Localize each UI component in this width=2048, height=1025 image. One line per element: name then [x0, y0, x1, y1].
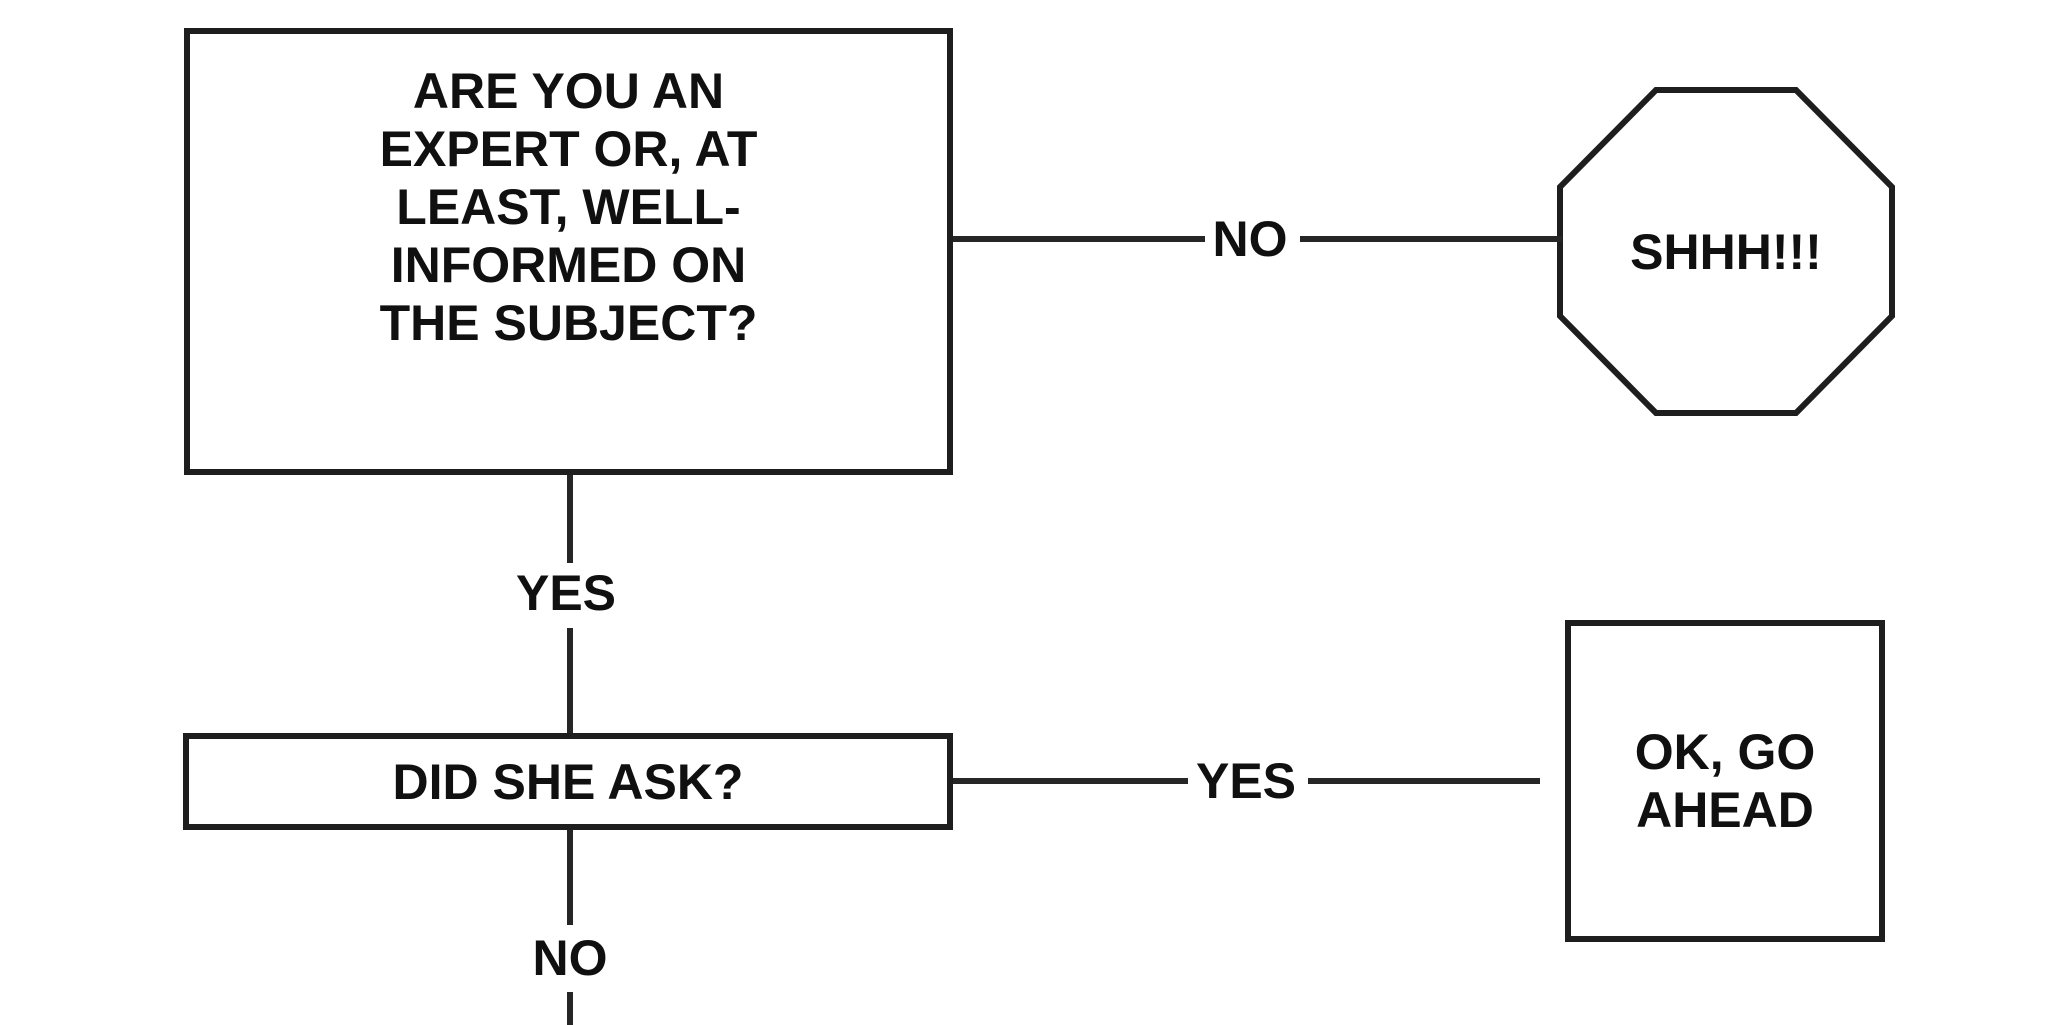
decision-node-did-she-ask-label: DID SHE ASK?	[392, 753, 744, 810]
stop-node-label: SHHH!!!	[1630, 223, 1822, 280]
terminal-node-ok-go-ahead: OK, GO AHEAD	[1565, 620, 1885, 942]
edge-label-no-bottom: NO	[526, 933, 614, 983]
octagon-shape	[1557, 87, 1895, 416]
connector-q1-to-stop-left-segment	[953, 236, 1205, 242]
connector-q2-down-lower-segment	[567, 992, 573, 1025]
connector-q2-to-go-right-segment	[1308, 778, 1540, 784]
terminal-node-ok-go-ahead-label: OK, GO AHEAD	[1634, 724, 1816, 838]
connector-q1-to-q2-upper-segment	[567, 475, 573, 563]
question-node-expert: ARE YOU AN EXPERT OR, AT LEAST, WELL- IN…	[184, 28, 953, 475]
connector-q1-to-stop-right-segment	[1300, 236, 1562, 242]
edge-label-no-top: NO	[1206, 214, 1294, 264]
edge-label-yes-right: YES	[1189, 756, 1303, 806]
octagon-outline	[1557, 87, 1895, 416]
question-node-expert-label: ARE YOU AN EXPERT OR, AT LEAST, WELL- IN…	[379, 63, 758, 351]
connector-q2-down-upper-segment	[567, 830, 573, 925]
decision-node-did-she-ask: DID SHE ASK?	[183, 733, 953, 830]
stop-node-octagon: SHHH!!!	[1557, 87, 1895, 416]
edge-label-yes-middle: YES	[509, 568, 623, 618]
connector-q1-to-q2-lower-segment	[567, 628, 573, 733]
connector-q2-to-go-left-segment	[953, 778, 1188, 784]
